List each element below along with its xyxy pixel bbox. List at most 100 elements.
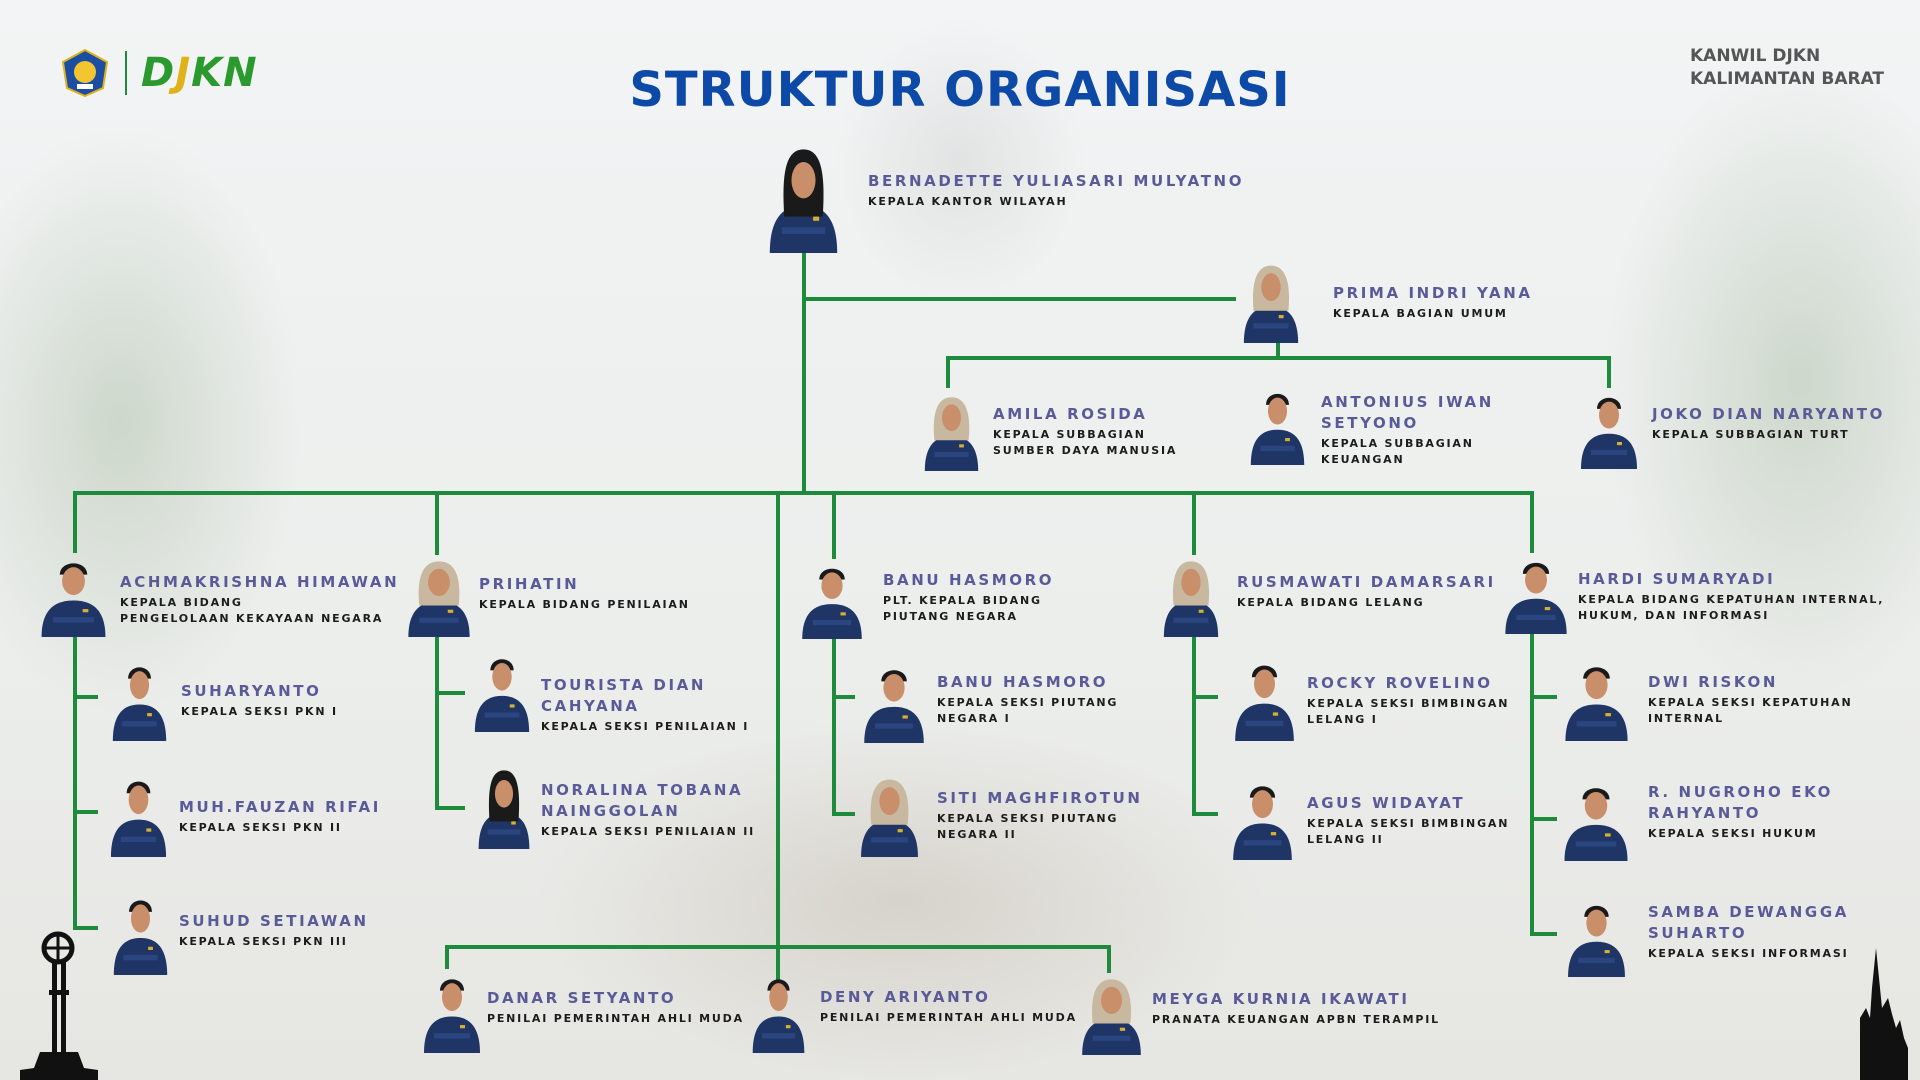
person-photo[interactable]: [1231, 653, 1298, 741]
person-photo[interactable]: [1229, 774, 1296, 860]
logo-divider: [125, 51, 127, 95]
person-photo[interactable]: [749, 967, 808, 1053]
djkn-wordmark: DJKN: [141, 50, 258, 96]
person-name: MEYGA KURNIA IKAWATI: [1152, 990, 1410, 1008]
person-photo[interactable]: [1577, 386, 1641, 469]
person-role: PENILAI PEMERINTAH AHLI MUDA: [487, 1011, 744, 1027]
person-name: ACHMAKRISHNA HIMAWAN: [120, 573, 400, 591]
person-photo[interactable]: [1564, 894, 1629, 977]
person-role: KEPALA SEKSI PKN III: [179, 934, 369, 950]
avatar-icon: [1564, 788, 1628, 861]
avatar-icon: [1082, 979, 1141, 1055]
person-photo[interactable]: [1561, 655, 1632, 741]
person-role-line: KEPALA SEKSI PENILAIAN I: [541, 720, 750, 733]
person-role: KEPALA SEKSI PKN I: [181, 704, 338, 720]
avatar-icon: [474, 659, 530, 732]
avatar-icon: [408, 561, 470, 637]
person-photo[interactable]: [857, 771, 922, 857]
person-name: SUHARTO: [1648, 924, 1748, 942]
avatar-icon: [110, 781, 167, 857]
person-role-line: KEPALA SEKSI PKN I: [181, 705, 338, 718]
person-photo[interactable]: [110, 888, 171, 975]
person-role-line: PENGELOLAAN KEKAYAAN NEGARA: [120, 612, 384, 625]
person-role: KEPALA BIDANG PENILAIAN: [479, 597, 690, 613]
person-role-line: PLT. KEPALA BIDANG: [883, 594, 1042, 607]
person-role-line: KEPALA SEKSI HUKUM: [1648, 827, 1818, 840]
person-photo[interactable]: [420, 967, 484, 1053]
person-photo[interactable]: [798, 557, 866, 639]
person-photo[interactable]: [1247, 382, 1308, 465]
person-photo[interactable]: [37, 551, 110, 637]
person-photo[interactable]: [1160, 553, 1222, 637]
person-photo[interactable]: [765, 141, 842, 253]
person-photo[interactable]: [475, 764, 533, 849]
avatar-icon: [1581, 397, 1637, 469]
person-name: SITI MAGHFIROTUN: [937, 789, 1143, 807]
person-photo[interactable]: [1560, 776, 1632, 861]
person-name: BANU HASMORO: [937, 673, 1109, 691]
person-role: KEPALA BAGIAN UMUM: [1333, 306, 1533, 322]
person-name: HARDI SUMARYADI: [1578, 570, 1776, 588]
person-role-line: LELANG II: [1307, 833, 1384, 846]
person-role-line: KEPALA SUBBAGIAN TURT: [1652, 428, 1850, 441]
person-photo[interactable]: [921, 389, 982, 471]
person-name: DWI RISKON: [1648, 673, 1778, 691]
person-role: KEPALA KANTOR WILAYAH: [868, 194, 1244, 210]
person-role-line: KEPALA KANTOR WILAYAH: [868, 195, 1068, 208]
person-info: BERNADETTE YULIASARI MULYATNO KEPALA KANT…: [868, 171, 1244, 210]
person-role: PENILAI PEMERINTAH AHLI MUDA: [820, 1010, 1077, 1026]
person-photo[interactable]: [404, 553, 474, 637]
person-photo[interactable]: [1501, 551, 1571, 634]
person-role-line: KEPALA SUBBAGIAN: [993, 428, 1146, 441]
person-photo[interactable]: [1078, 971, 1145, 1055]
person-name: DANAR SETYANTO: [487, 989, 677, 1007]
person-photo[interactable]: [109, 655, 170, 741]
person-role-line: KEPALA BIDANG LELANG: [1237, 596, 1425, 609]
avatar-icon: [41, 563, 106, 637]
person-name: ROCKY ROVELINO: [1307, 674, 1493, 692]
avatar-icon: [478, 770, 530, 849]
person-role-line: KEPALA SEKSI PKN III: [179, 935, 348, 948]
person-name: RUSMAWATI DAMARSARI: [1237, 573, 1496, 591]
office-label: KANWIL DJKN KALIMANTAN BARAT: [1690, 45, 1884, 91]
avatar-icon: [861, 779, 918, 857]
person-name: BERNADETTE YULIASARI MULYATNO: [868, 172, 1245, 190]
person-name: RAHYANTO: [1648, 804, 1762, 822]
avatar-icon: [1233, 786, 1292, 860]
kemenkeu-emblem-icon: [61, 48, 109, 98]
person-role-line: LELANG I: [1307, 713, 1378, 726]
avatar-icon: [1243, 265, 1299, 343]
person-photo[interactable]: [860, 658, 928, 743]
person-role: KEPALA SEKSI PENILAIAN I: [541, 719, 749, 735]
person-name: SUHUD SETIAWAN: [179, 912, 369, 930]
person-photo[interactable]: [471, 647, 533, 732]
avatar-icon: [752, 979, 805, 1053]
avatar-icon: [769, 149, 838, 253]
person-name: PRIMA INDRI YANA: [1333, 284, 1533, 302]
avatar-icon: [113, 900, 168, 975]
person-photo[interactable]: [107, 769, 170, 857]
person-role-line: KEPALA BAGIAN UMUM: [1333, 307, 1508, 320]
person-name: SAMBA DEWANGGA: [1648, 903, 1849, 921]
equator-monument-silhouette-icon: [20, 931, 98, 1080]
person-photo[interactable]: [1240, 257, 1302, 343]
avatar-icon: [864, 670, 924, 743]
person-info: RUSMAWATI DAMARSARI KEPALA BIDANG LELANG: [1237, 572, 1496, 611]
person-name: AMILA ROSIDA: [993, 405, 1148, 423]
person-role-line: NEGARA I: [937, 712, 1011, 725]
